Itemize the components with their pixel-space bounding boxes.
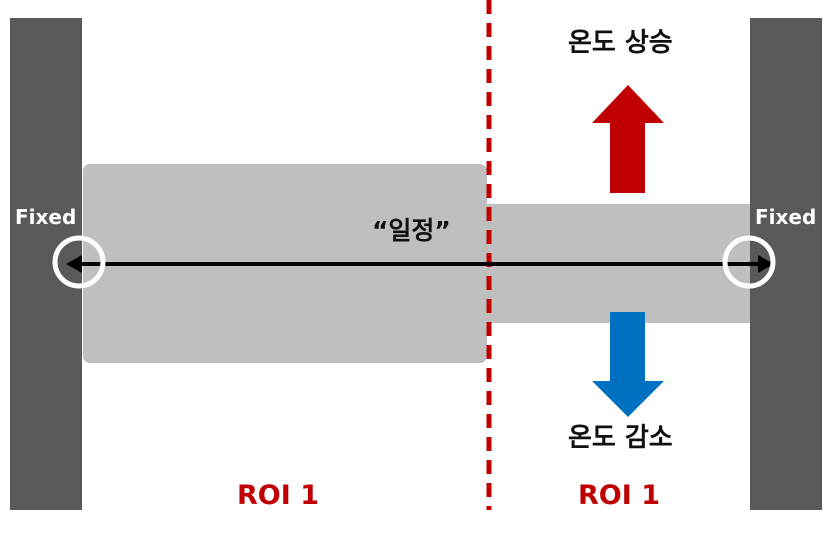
roi-label-left: ROI 1 bbox=[237, 480, 319, 511]
roi-label-right: ROI 1 bbox=[578, 480, 660, 511]
fixed-label-left: Fixed bbox=[15, 205, 77, 229]
ring-icon bbox=[722, 235, 776, 289]
fixed-label-right: Fixed bbox=[755, 205, 817, 229]
temperature-fall-label: 온도 감소 bbox=[568, 423, 673, 453]
temperature-rise-label: 온도 상승 bbox=[568, 28, 673, 58]
arrow-up-icon bbox=[592, 85, 664, 193]
arrow-down-icon bbox=[592, 312, 664, 417]
ring-icon bbox=[52, 235, 106, 289]
span-arrowhead-left bbox=[66, 255, 82, 273]
span-arrowhead-right bbox=[758, 255, 774, 273]
constant-label: “일정” bbox=[372, 216, 451, 245]
